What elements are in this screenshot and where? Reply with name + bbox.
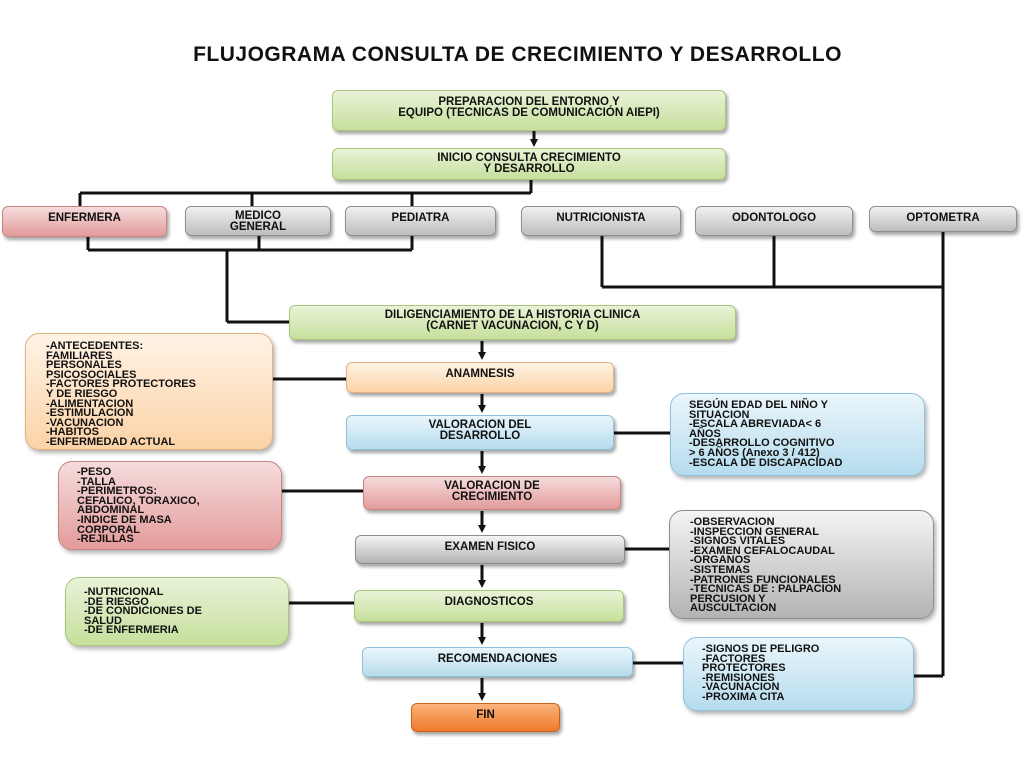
note-antecedentes: -ANTECEDENTES: FAMILIARES PERSONALES PSI… (25, 333, 273, 450)
node-odontologo: ODONTOLOGO (695, 206, 853, 236)
node-medico-general: MEDICO GENERAL (185, 206, 331, 236)
node-historia-clinica: DILIGENCIAMIENTO DE LA HISTORIA CLINICA … (289, 305, 736, 340)
node-examen-fisico: EXAMEN FISICO (355, 535, 625, 564)
note-crecimiento: -PESO -TALLA -PERIMETROS: CEFALICO, TORA… (58, 461, 282, 550)
note-diagnosticos: -NUTRICIONAL -DE RIESGO -DE CONDICIONES … (65, 577, 289, 646)
node-fin: FIN (411, 703, 560, 732)
node-optometra: OPTOMETRA (869, 206, 1017, 232)
node-valoracion-crecimiento: VALORACION DE CRECIMIENTO (363, 476, 621, 510)
note-examen: -OBSERVACION -INSPECCION GENERAL -SIGNOS… (669, 510, 934, 619)
node-nutricionista: NUTRICIONISTA (521, 206, 681, 236)
page-title: FLUJOGRAMA CONSULTA DE CRECIMIENTO Y DES… (193, 43, 842, 66)
node-valoracion-desarrollo: VALORACION DEL DESARROLLO (346, 415, 614, 450)
node-anamnesis: ANAMNESIS (346, 362, 614, 393)
node-inicio-consulta: INICIO CONSULTA CRECIMIENTO Y DESARROLLO (332, 148, 726, 180)
node-recomendaciones: RECOMENDACIONES (362, 647, 633, 677)
node-pediatra: PEDIATRA (345, 206, 496, 236)
node-enfermera: ENFERMERA (2, 206, 167, 237)
note-desarrollo: SEGÚN EDAD DEL NIÑO Y SITUACION -ESCALA … (670, 393, 925, 476)
node-diagnosticos: DIAGNOSTICOS (354, 590, 624, 622)
node-preparacion: PREPARACION DEL ENTORNO Y EQUIPO (TECNIC… (332, 90, 726, 131)
note-recomendaciones: -SIGNOS DE PELIGRO -FACTORES PROTECTORES… (683, 637, 914, 711)
